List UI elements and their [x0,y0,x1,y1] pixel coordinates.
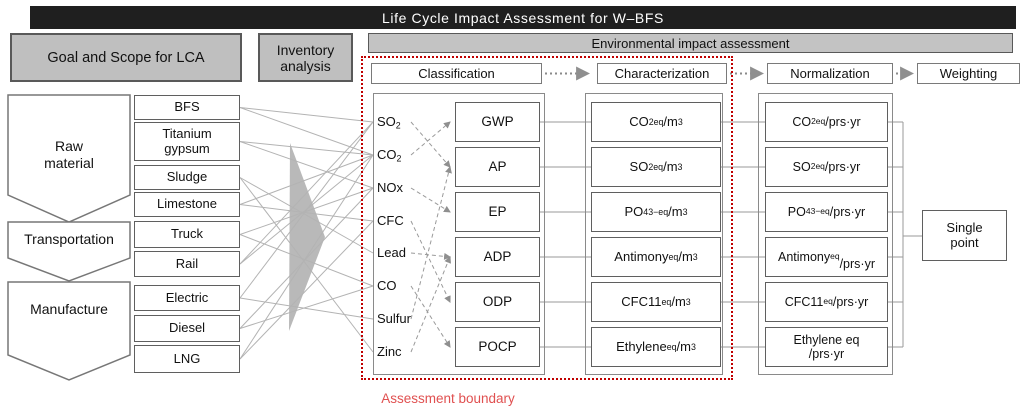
substance-label-co2: CO2 [377,147,402,164]
connector [239,141,374,189]
connector [239,154,374,205]
item-box-diesel: Diesel [134,315,240,342]
diagram-title: Life Cycle Impact Assessment for W–BFS [30,6,1016,29]
connector [410,121,451,168]
impact-box-ep: EP [455,192,540,232]
stage-chevron-manufacture [7,281,131,381]
connector [239,177,374,353]
impact-box-adp: ADP [455,237,540,277]
inventory-flow-arrow [289,143,325,331]
substance-label-nox: NOx [377,180,403,195]
connector [410,121,451,156]
impact-box-ap: AP [455,147,540,187]
stage-label-raw-material: Raw material [44,137,94,172]
connector [239,297,374,320]
assessment-boundary-label: Assessment boundary [381,390,515,406]
substance-label-co: CO [377,278,397,293]
connector [239,187,374,329]
stage-chevron-raw-material [7,94,131,223]
item-box-sludge: Sludge [134,165,240,190]
connector [239,107,374,123]
item-box-bfs: BFS [134,95,240,120]
connector [239,154,374,360]
item-box-truck: Truck [134,221,240,248]
impact-box-pocp: POCP [455,327,540,367]
impact-box-gwp: GWP [455,102,540,142]
step-characterization: Characterization [597,63,727,84]
stage-chevron-transportation [7,221,131,282]
item-box-lng: LNG [134,345,240,373]
connector [239,204,374,222]
connector [239,187,374,235]
environmental-impact-header: Environmental impact assessment [368,33,1013,53]
connector [239,220,374,360]
substance-label-lead: Lead [377,245,406,260]
connector [410,220,451,303]
item-box-rail: Rail [134,251,240,277]
normalization-box-ethylene-prs: Ethylene eq/prs·yr [765,327,888,367]
connector [239,285,374,329]
step-weighting: Weighting [917,63,1020,84]
stage-label-transportation: Transportation [24,231,114,248]
substance-label-sulfur: Sulfur [377,311,411,326]
item-box-limestone: Limestone [134,192,240,217]
substance-label-zinc: Zinc [377,344,402,359]
inventory-analysis-box: Inventory analysis [258,33,353,82]
connector [239,121,374,299]
connector [410,285,451,348]
connector [410,256,451,353]
step-normalization: Normalization [767,63,893,84]
substance-label-so2: SO2 [377,114,401,131]
goal-scope-header: Goal and Scope for LCA [10,33,242,82]
connector [239,107,374,156]
connector [239,141,374,156]
item-box-electric: Electric [134,285,240,311]
substance-label-cfc: CFC [377,213,404,228]
connector [239,121,374,265]
connector [410,165,452,320]
step-classification: Classification [371,63,542,84]
single-point-box: Single point [922,210,1007,261]
connector [239,177,374,254]
stage-label-manufacture: Manufacture [30,301,108,318]
connector [239,234,374,287]
impact-box-odp: ODP [455,282,540,322]
connector [410,187,451,213]
